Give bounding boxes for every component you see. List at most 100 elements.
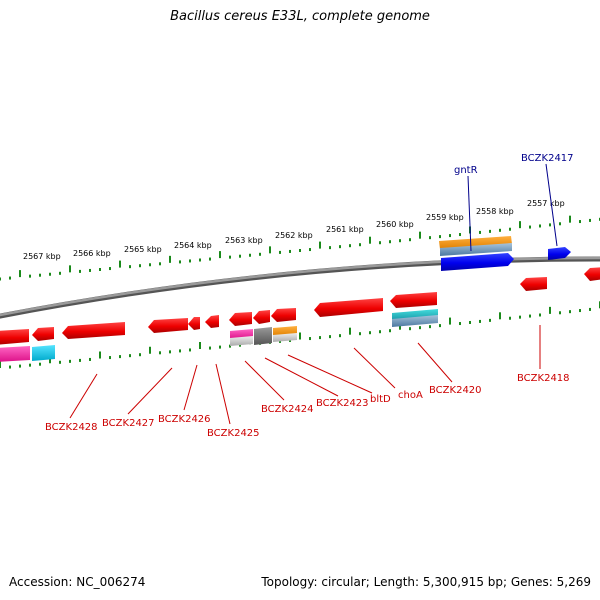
label-leaders — [69, 163, 558, 425]
gene-choA[interactable] — [314, 298, 383, 317]
gene-labels: gntR BCZK2417 BCZK2418 BCZK2420 choA blt… — [45, 153, 574, 439]
minor-tick — [379, 241, 381, 245]
gene-BCZK2428[interactable] — [62, 322, 125, 339]
minor-tick — [439, 235, 441, 239]
kbp-label: 2567 kbp — [23, 252, 61, 261]
kbp-label: 2566 kbp — [73, 249, 111, 258]
major-tick — [519, 221, 521, 229]
minor-tick — [459, 322, 461, 326]
minor-tick — [209, 346, 211, 350]
gene-gntR[interactable] — [441, 253, 514, 271]
major-tick — [569, 215, 571, 223]
gene-label-BCZK2418: BCZK2418 — [517, 373, 570, 384]
minor-tick — [159, 351, 161, 355]
minor-tick — [229, 255, 231, 259]
minor-tick — [309, 248, 311, 252]
minor-tick — [559, 222, 561, 226]
minor-tick — [99, 268, 101, 271]
minor-tick — [129, 354, 131, 358]
minor-tick — [449, 234, 451, 238]
minor-tick — [139, 264, 141, 268]
minor-tick — [509, 316, 511, 320]
major-tick — [19, 270, 21, 278]
minor-tick — [359, 243, 361, 247]
minor-tick — [509, 227, 511, 231]
minor-tick — [389, 329, 391, 333]
minor-tick — [569, 310, 571, 314]
map-title: Bacillus cereus E33L, complete genome — [170, 9, 430, 24]
gene-BCZK2425[interactable] — [205, 315, 219, 328]
minor-tick — [429, 236, 431, 240]
gene-BCZK2424[interactable] — [229, 312, 253, 346]
gene-label-BCZK2425: BCZK2425 — [207, 428, 260, 439]
kbp-label: 2560 kbp — [376, 220, 414, 229]
minor-tick — [129, 265, 131, 269]
gene-BCZK2426[interactable] — [188, 317, 200, 330]
minor-tick — [489, 318, 491, 322]
minor-tick — [539, 313, 541, 317]
gene-edge-right[interactable] — [584, 267, 600, 281]
minor-tick — [519, 315, 521, 319]
gene-BCZK2423[interactable] — [253, 310, 272, 345]
genome-backbone — [0, 256, 600, 319]
major-tick — [169, 255, 171, 263]
minor-tick — [379, 330, 381, 334]
minor-tick — [289, 249, 291, 253]
minor-tick — [249, 253, 251, 257]
major-tick — [369, 236, 371, 244]
minor-tick — [579, 220, 581, 224]
gene-edge-left-b[interactable] — [0, 329, 30, 362]
minor-tick — [239, 343, 241, 347]
minor-tick — [309, 337, 311, 341]
gene-edge-left-a[interactable] — [32, 327, 55, 361]
minor-tick — [89, 357, 91, 361]
minor-tick — [529, 314, 531, 318]
minor-tick — [189, 348, 191, 352]
forward-gene-track — [439, 236, 571, 271]
minor-tick — [9, 276, 11, 280]
forward-tick-track — [0, 215, 600, 281]
minor-tick — [479, 319, 481, 323]
kbp-scale-labels: 2567 kbp 2566 kbp 2565 kbp 2564 kbp 2563… — [23, 199, 565, 261]
gene-label-BCZK2417: BCZK2417 — [521, 153, 574, 164]
minor-tick — [169, 350, 171, 354]
kbp-label: 2558 kbp — [476, 207, 514, 216]
gene-BCZK2427[interactable] — [148, 318, 188, 333]
minor-tick — [9, 365, 11, 369]
gene-bltD[interactable] — [271, 308, 297, 342]
gene-BCZK2420[interactable] — [390, 292, 438, 327]
gene-BCZK2418[interactable] — [520, 277, 547, 291]
minor-tick — [29, 363, 31, 367]
minor-tick — [369, 331, 371, 335]
minor-tick — [139, 353, 141, 357]
minor-tick — [329, 246, 331, 250]
minor-tick — [469, 320, 471, 324]
minor-tick — [409, 238, 411, 242]
minor-tick — [39, 273, 41, 277]
minor-tick — [109, 356, 111, 360]
gene-label-gntR: gntR — [454, 165, 478, 176]
major-tick — [149, 346, 151, 354]
kbp-label: 2563 kbp — [225, 236, 263, 245]
minor-tick — [109, 267, 111, 271]
minor-tick — [79, 358, 81, 362]
minor-tick — [529, 225, 531, 229]
minor-tick — [489, 229, 491, 233]
reverse-gene-track — [0, 267, 600, 362]
major-tick — [49, 356, 51, 364]
minor-tick — [59, 271, 61, 275]
minor-tick — [119, 355, 121, 359]
minor-tick — [329, 335, 331, 339]
minor-tick — [419, 326, 421, 330]
accession-text: Accession: NC_006274 — [9, 575, 146, 589]
minor-tick — [589, 307, 591, 311]
gene-BCZK2417[interactable] — [548, 247, 571, 260]
cds-gntR[interactable] — [439, 236, 512, 256]
minor-tick — [439, 324, 441, 328]
minor-tick — [259, 252, 261, 256]
minor-tick — [229, 344, 231, 348]
minor-tick — [39, 362, 41, 366]
kbp-label: 2559 kbp — [426, 213, 464, 222]
major-tick — [119, 260, 121, 268]
major-tick — [549, 306, 551, 314]
